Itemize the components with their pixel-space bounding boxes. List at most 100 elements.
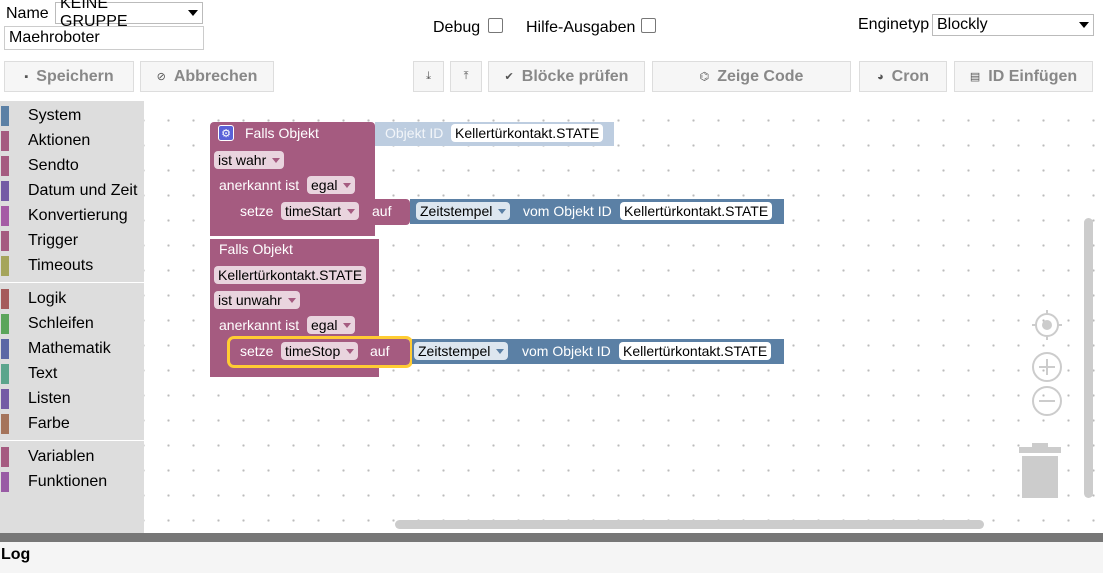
group-select[interactable]: KEINE GRUPPE [55, 0, 203, 30]
category-color [1, 314, 9, 334]
from-object-label: vom Objekt ID [522, 343, 611, 359]
save-button-label: Speichern [36, 67, 114, 85]
ack-value: egal [311, 317, 338, 333]
to-label: auf [370, 343, 390, 359]
zoom-out-icon[interactable] [1030, 384, 1064, 418]
check-blocks-label: Blöcke prüfen [521, 67, 629, 85]
toolbox-separator [0, 440, 144, 441]
log-splitter[interactable] [0, 533, 1103, 542]
timestamp-dropdown[interactable]: Zeitstempel [416, 202, 511, 220]
toolbox-category-aktionen[interactable]: Aktionen [0, 130, 144, 152]
category-label: Text [28, 365, 58, 382]
category-color [1, 106, 9, 126]
toolbox-category-mathematik[interactable]: Mathematik [0, 338, 144, 360]
ack-label: anerkannt ist [219, 177, 300, 193]
help-output-checkbox[interactable] [641, 18, 656, 33]
object-id-field[interactable]: Kellertürkontakt.STATE [620, 202, 773, 220]
code-icon: ⌬ [699, 71, 710, 83]
set-label: setze [240, 343, 274, 359]
category-label: Variablen [28, 448, 95, 465]
object-id-field[interactable]: Kellertürkontakt.STATE [451, 124, 604, 142]
mutator-gear-icon[interactable]: ⚙ [218, 125, 234, 141]
timestamp-dropdown[interactable]: Zeitstempel [414, 342, 509, 360]
category-label: Logik [28, 290, 67, 307]
engine-type-label: Enginetyp [858, 16, 930, 33]
category-color [1, 289, 9, 309]
timestamp-value: Zeitstempel [420, 203, 493, 219]
toolbox-category-text[interactable]: Text [0, 363, 144, 385]
condition-dropdown[interactable]: ist wahr [214, 151, 285, 169]
variable-dropdown[interactable]: timeStart [281, 202, 360, 220]
engine-type-value: Blockly [937, 16, 988, 33]
save-button[interactable]: ▪ Speichern [4, 61, 134, 92]
toolbox-category-konvertierung[interactable]: Konvertierung [0, 205, 144, 227]
ack-label: anerkannt ist [219, 317, 300, 333]
horizontal-scrollbar[interactable] [395, 520, 984, 529]
check-blocks-button[interactable]: ✔ Blöcke prüfen [488, 61, 645, 92]
log-panel: Log [0, 542, 1103, 573]
chevron-down-icon [188, 10, 198, 16]
category-color [1, 181, 9, 201]
debug-label: Debug [433, 19, 481, 36]
category-color [1, 364, 9, 384]
chevron-down-icon [287, 297, 296, 303]
category-label: Konvertierung [28, 207, 128, 224]
condition-value: ist wahr [218, 152, 267, 168]
category-color [1, 389, 9, 409]
toolbox-category-variablen[interactable]: Variablen [0, 446, 144, 468]
checkmark-icon: ✔ [504, 71, 514, 83]
trigger-block-title: Falls Objekt [219, 241, 293, 257]
chevron-down-icon [498, 208, 507, 214]
toolbox-category-datum[interactable]: Datum und Zeit [0, 180, 144, 202]
object-id-field[interactable]: Kellertürkontakt.STATE [214, 266, 367, 284]
export-button[interactable]: ⤓ [413, 61, 444, 92]
chevron-down-icon [347, 208, 356, 214]
toolbox-category-schleifen[interactable]: Schleifen [0, 313, 144, 335]
recenter-icon[interactable] [1030, 308, 1064, 342]
toolbox-category-system[interactable]: System [0, 105, 144, 127]
variable-name: timeStart [285, 203, 342, 219]
category-color [1, 472, 9, 492]
blockly-workspace[interactable]: ⚙ Falls Objekt Objekt ID Kellertürkontak… [144, 101, 1103, 533]
variable-dropdown[interactable]: timeStop [281, 342, 359, 360]
debug-checkbox[interactable] [488, 18, 503, 33]
show-code-button[interactable]: ⌬ Zeige Code [652, 61, 851, 92]
floppy-disk-icon: ▪ [24, 70, 29, 83]
toolbox-category-listen[interactable]: Listen [0, 388, 144, 410]
name-label: Name [6, 5, 49, 22]
engine-type-select[interactable]: Blockly [932, 14, 1094, 36]
blockly-toolbox: System Aktionen Sendto Datum und Zeit Ko… [0, 101, 144, 533]
condition-dropdown[interactable]: ist unwahr [214, 291, 300, 309]
import-button[interactable]: ⤒ [450, 61, 482, 92]
upload-icon: ⤒ [463, 70, 469, 82]
trash-icon[interactable] [1018, 442, 1062, 500]
toolbox-category-sendto[interactable]: Sendto [0, 155, 144, 177]
category-color [1, 131, 9, 151]
toolbox-separator [0, 282, 144, 283]
toolbox-category-timeouts[interactable]: Timeouts [0, 255, 144, 277]
category-label: Funktionen [28, 473, 108, 490]
object-id-field[interactable]: Kellertürkontakt.STATE [619, 342, 772, 360]
timestamp-value: Zeitstempel [418, 343, 491, 359]
cancel-icon: ⊘ [156, 71, 166, 83]
toolbox-category-farbe[interactable]: Farbe [0, 413, 144, 435]
clock-icon: ◕ [877, 70, 884, 83]
category-color [1, 414, 9, 434]
vertical-scrollbar[interactable] [1084, 218, 1093, 498]
group-select-value: KEINE GRUPPE [60, 0, 128, 30]
category-color [1, 447, 9, 467]
cron-button[interactable]: ◕ Cron [859, 61, 947, 92]
ack-dropdown[interactable]: egal [307, 176, 356, 194]
insert-id-button[interactable]: ▤ ID Einfügen [954, 61, 1093, 92]
toolbox-category-logik[interactable]: Logik [0, 288, 144, 310]
condition-value: ist unwahr [218, 292, 282, 308]
toolbox-category-funktionen[interactable]: Funktionen [0, 471, 144, 493]
list-icon: ▤ [969, 71, 981, 83]
script-name-input[interactable]: Maehroboter [4, 26, 204, 50]
ack-dropdown[interactable]: egal [307, 316, 356, 334]
cron-label: Cron [891, 67, 929, 85]
chevron-down-icon [1079, 22, 1089, 28]
cancel-button[interactable]: ⊘ Abbrechen [140, 61, 274, 92]
zoom-in-icon[interactable] [1030, 350, 1064, 384]
toolbox-category-trigger[interactable]: Trigger [0, 230, 144, 252]
